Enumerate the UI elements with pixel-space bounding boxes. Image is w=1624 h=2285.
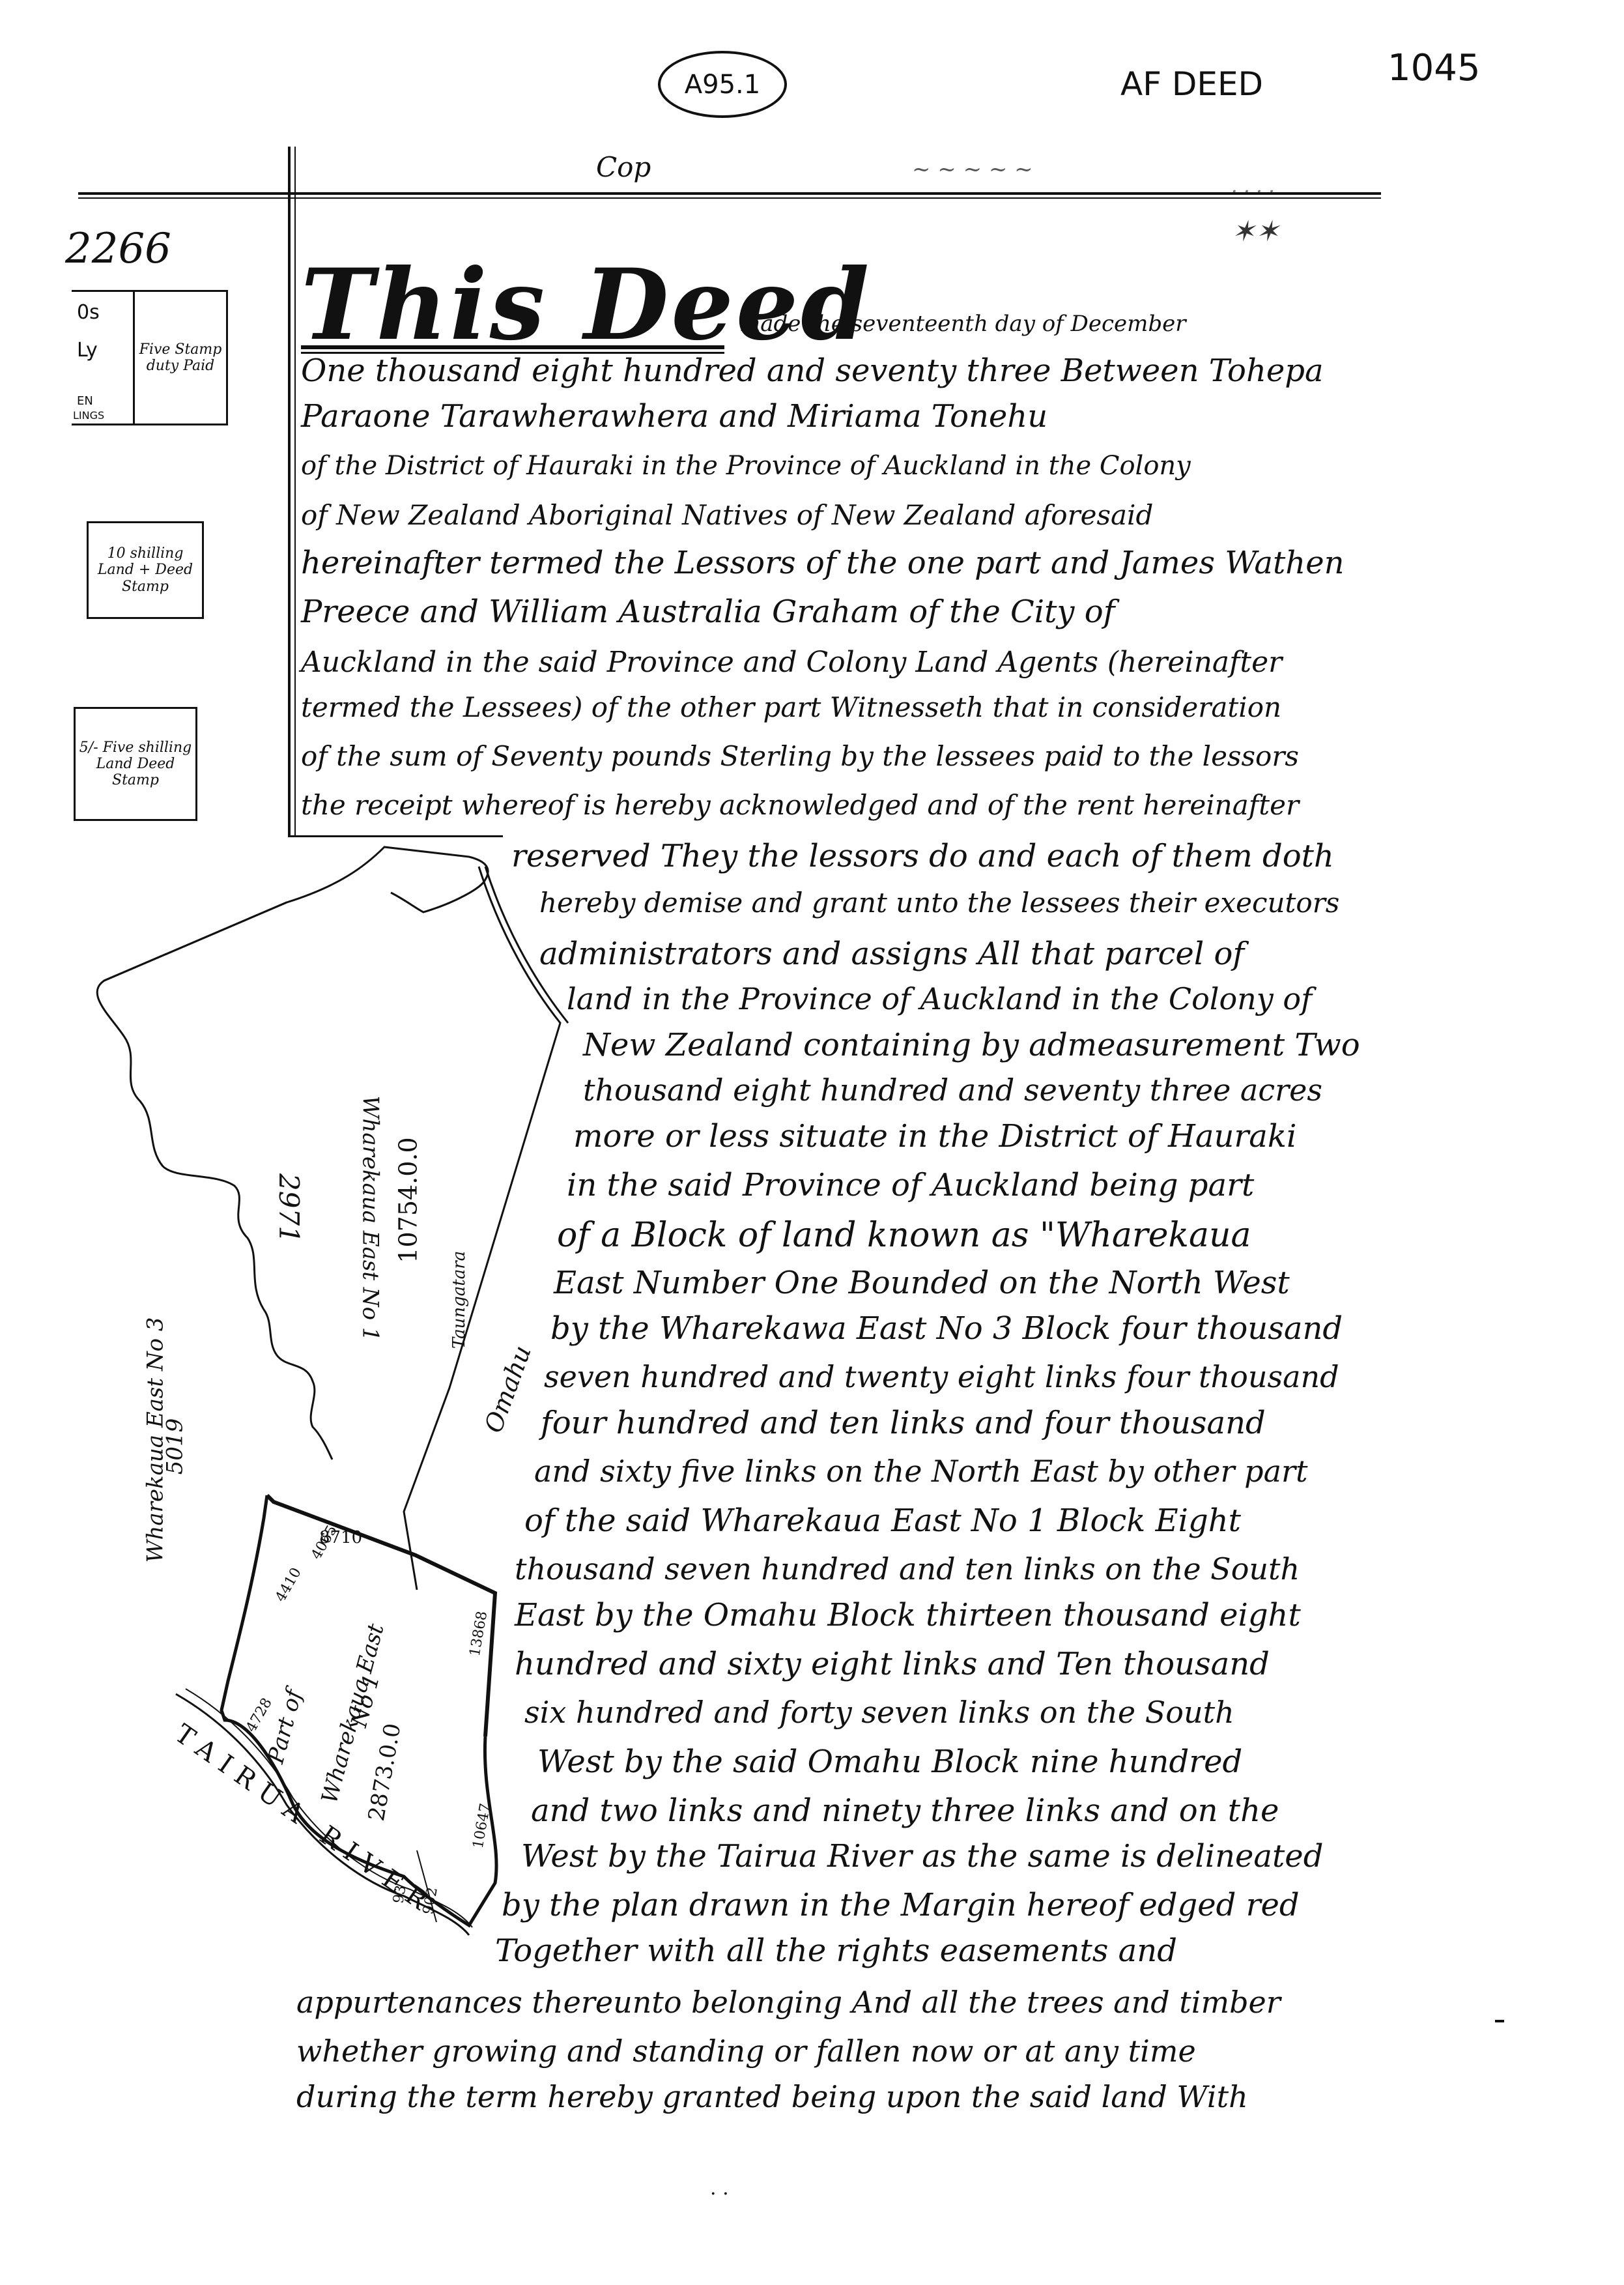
stamp-duty-text: Five Stamp duty Paid	[139, 341, 222, 374]
stamp-duty-box: Five Stamp duty Paid	[133, 290, 228, 425]
title-underline-thin	[301, 352, 724, 354]
deed-line-17: thousand eight hundred and seventy three…	[583, 1072, 1322, 1108]
stamp-edge-text-3: EN	[77, 394, 93, 408]
deed-line-5: of New Zealand Aboriginal Natives of New…	[301, 499, 1154, 531]
document-number: 1045	[1388, 47, 1481, 89]
deed-line-6: hereinafter termed the Lessors of the on…	[301, 545, 1345, 581]
bottom-dash	[1495, 2020, 1504, 2022]
tairua-river-bank	[185, 1688, 473, 1928]
deed-line-10: of the sum of Seventy pounds Sterling by…	[301, 740, 1299, 772]
deed-line-26: of the said Wharekaua East No 1 Block Ei…	[524, 1502, 1241, 1539]
reference-oval: A95.1	[658, 51, 787, 118]
deed-line-11: the receipt whereof is hereby acknowledg…	[301, 789, 1300, 821]
deed-line-32: and two links and ninety three links and…	[531, 1792, 1279, 1829]
deed-line-30: six hundred and forty seven links on the…	[524, 1695, 1234, 1730]
deed-line-7: Preece and William Australia Graham of t…	[301, 594, 1115, 630]
deed-line-12: reserved They the lessors do and each of…	[511, 838, 1334, 874]
deed-line-9: termed the Lessees) of the other part Wi…	[301, 691, 1282, 723]
deed-line-3: Paraone Tarawherawhera and Miriama Toneh…	[301, 398, 1048, 435]
no3-block-boundary	[96, 846, 489, 1460]
tairua-river	[175, 1693, 470, 1936]
part-block-boundary	[220, 1495, 498, 1928]
deed-line-18: more or less situate in the District of …	[573, 1118, 1297, 1155]
deed-line-1: made the seventeenth day of December	[739, 311, 1186, 337]
deed-line-37: whether growing and standing or fallen n…	[296, 2034, 1196, 2069]
stamp-edge-text-4: LINGS	[73, 409, 105, 422]
stamp-edge-text-1: 0s	[77, 301, 100, 324]
deed-line-31: West by the said Omahu Block nine hundre…	[537, 1744, 1243, 1780]
edge-label-93: 93	[390, 1884, 410, 1905]
internal-boundary-line	[416, 1850, 437, 1923]
deed-line-38: during the term hereby granted being upo…	[296, 2079, 1248, 2114]
deed-line-20: of a Block of land known as "Wharekaua	[557, 1216, 1251, 1255]
land-deed-stamp-text-2: 5/- Five shilling Land Deed Stamp	[79, 739, 192, 789]
deed-line-8: Auckland in the said Province and Colony…	[301, 646, 1283, 679]
deed-line-16: New Zealand containing by admeasurement …	[583, 1027, 1360, 1063]
block-no3-number: 5019	[162, 1418, 188, 1475]
deed-line-27: thousand seven hundred and ten links on …	[515, 1551, 1300, 1587]
block-west-boundary	[104, 901, 287, 982]
faint-scribble: ~ ~ ~ ~ ~	[912, 156, 1033, 182]
top-rule-double	[78, 197, 1381, 199]
stamp-edge-text-2: Ly	[77, 339, 98, 362]
deed-line-4: of the District of Hauraki in the Provin…	[301, 451, 1191, 481]
deed-line-34: by the plan drawn in the Margin hereof e…	[502, 1887, 1300, 1923]
deed-line-19: in the said Province of Auckland being p…	[567, 1167, 1255, 1203]
deed-line-33: West by the Tairua River as the same is …	[521, 1838, 1324, 1875]
deed-register-number: 2266	[65, 225, 171, 273]
deed-line-25: and sixty five links on the North East b…	[534, 1454, 1308, 1489]
deed-line-22: by the Wharekawa East No 3 Block four th…	[550, 1310, 1343, 1347]
deed-line-24: four hundred and ten links and four thou…	[541, 1405, 1266, 1441]
block-2971-number: 2971	[272, 1173, 305, 1243]
block-2971-area: 10754.0.0	[393, 1137, 423, 1263]
deed-line-28: East by the Omahu Block thirteen thousan…	[515, 1597, 1301, 1633]
deed-line-15: land in the Province of Auckland in the …	[567, 981, 1313, 1016]
copy-mark: Cop	[596, 151, 651, 183]
margin-rule-double	[294, 147, 296, 837]
deed-line-23: seven hundred and twenty eight links fou…	[544, 1359, 1339, 1394]
east-boundary	[403, 866, 562, 1590]
corner-scribble: ✶✶	[1231, 215, 1279, 248]
land-deed-stamp-box-1: 10 shilling Land + Deed Stamp	[87, 521, 204, 619]
block-2971-name: Wharekaua East No 1	[357, 1095, 384, 1342]
deed-line-29: hundred and sixty eight links and Ten th…	[515, 1646, 1270, 1682]
land-deed-stamp-text-1: 10 shilling Land + Deed Stamp	[97, 545, 193, 595]
deed-line-35: Together with all the rights easements a…	[495, 1933, 1177, 1969]
top-rule	[78, 192, 1381, 195]
edge-label-8710: 8710	[319, 1528, 363, 1547]
document-type-label: AF DEED	[1120, 65, 1264, 103]
reference-number: A95.1	[684, 69, 761, 100]
title-underline	[301, 345, 724, 349]
deed-line-2: One thousand eight hundred and seventy t…	[301, 352, 1324, 389]
margin-rule	[288, 147, 291, 837]
taungatara-label: Taungatara	[449, 1250, 470, 1349]
east-boundary-double	[484, 866, 569, 1024]
deed-line-13: hereby demise and grant unto the lessees…	[539, 887, 1340, 919]
deed-line-36: appurtenances thereunto belonging And al…	[296, 1985, 1281, 2020]
stamp-strip-border	[72, 290, 133, 292]
deed-line-14: administrators and assigns All that parc…	[539, 936, 1245, 972]
deed-line-21: East Number One Bounded on the North Wes…	[554, 1265, 1290, 1301]
margin-end-rule	[288, 835, 503, 837]
land-deed-stamp-box-2: 5/- Five shilling Land Deed Stamp	[74, 707, 197, 821]
stamp-strip-border-bottom	[72, 424, 133, 425]
bottom-dot: · ·	[710, 2183, 729, 2206]
north-west-boundary	[265, 1493, 498, 1737]
deed-title: This Deed	[301, 248, 872, 362]
